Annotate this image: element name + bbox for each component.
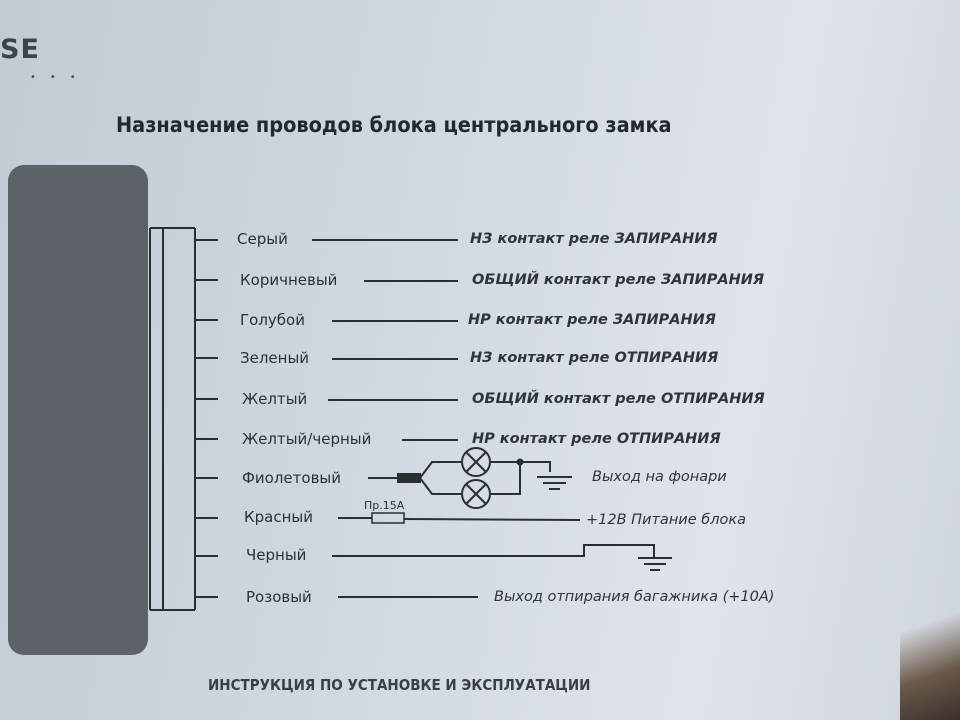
wire-label: Фиолетовый	[242, 469, 342, 487]
connector-stubs	[195, 239, 218, 598]
footer-text: ИНСТРУКЦИЯ ПО УСТАНОВКЕ И ЭКСПЛУАТАЦИИ	[208, 676, 591, 694]
wire-label: Желтый/черный	[242, 430, 372, 448]
page-title: Назначение проводов блока центрального з…	[116, 113, 672, 137]
wire-label: Голубой	[240, 311, 305, 329]
wire-label: Серый	[237, 230, 288, 248]
wire-label: Желтый	[242, 390, 308, 408]
wire-description: +12В Питание блока	[586, 512, 746, 528]
ground-wire	[332, 544, 655, 557]
fuse-label: Пр.15А	[364, 499, 405, 512]
central-lock-unit	[8, 165, 148, 655]
wire-label: Коричневый	[240, 271, 338, 289]
logo-dots: •••	[30, 72, 90, 83]
wire-description: ОБЩИЙ контакт реле ЗАПИРАНИЯ	[472, 272, 765, 288]
lamp-circuit	[368, 458, 572, 495]
fuse-icon	[371, 512, 405, 524]
wire-description: ОБЩИЙ контакт реле ОТПИРАНИЯ	[472, 391, 765, 407]
wire-description: Выход на фонари	[592, 469, 727, 485]
ground-icon	[638, 557, 672, 571]
wire-description: Выход отпирания багажника (+10А)	[494, 589, 775, 605]
wire-label: Красный	[244, 508, 314, 526]
wire-description: НЗ контакт реле ЗАПИРАНИЯ	[470, 231, 718, 247]
lamp-icon	[461, 479, 491, 509]
wire-label: Розовый	[246, 588, 312, 606]
wire-description: НЗ контакт реле ОТПИРАНИЯ	[470, 350, 719, 366]
wire-label: Зеленый	[240, 349, 310, 367]
lamp-icon	[461, 447, 491, 477]
wire-label: Черный	[246, 546, 307, 564]
brand-logo: SE	[0, 34, 40, 65]
wire-description: НР контакт реле ЗАПИРАНИЯ	[468, 312, 716, 328]
wire-description: НР контакт реле ОТПИРАНИЯ	[472, 431, 721, 447]
background-object	[900, 560, 960, 720]
